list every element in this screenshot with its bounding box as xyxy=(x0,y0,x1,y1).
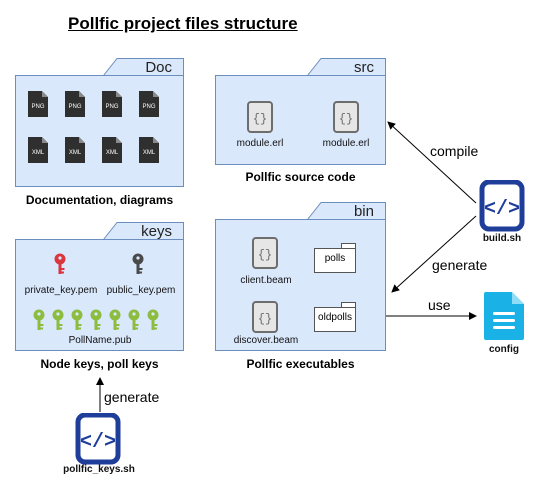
poll-keys-label: PollName.pub xyxy=(68,335,132,346)
png-file-icon[interactable]: PNG xyxy=(101,90,123,118)
poll-key-icon[interactable] xyxy=(51,309,65,331)
file-type-label: XML xyxy=(68,150,82,156)
keys-folder-caption: Node keys, poll keys xyxy=(40,357,159,371)
src-folder-caption: Pollfic source code xyxy=(245,170,356,184)
erlang-file-icon[interactable]: {} xyxy=(247,101,273,133)
file-type-label: PNG xyxy=(31,104,45,110)
xml-file-icon[interactable]: XML xyxy=(138,136,160,164)
config-label: config xyxy=(489,344,519,355)
png-file-icon[interactable]: PNG xyxy=(64,90,86,118)
generate-keys-label: generate xyxy=(104,389,160,405)
svg-text:{}: {} xyxy=(258,248,272,262)
poll-key-icon[interactable] xyxy=(108,309,122,331)
oldpolls-folder[interactable]: oldpolls xyxy=(314,302,356,332)
keys-folder[interactable] xyxy=(15,239,184,351)
svg-text:</>: </> xyxy=(80,431,116,454)
beam-file-icon[interactable]: {} xyxy=(252,237,278,269)
file-type-label: XML xyxy=(142,150,156,156)
file-type-label: XML xyxy=(31,150,45,156)
svg-text:{}: {} xyxy=(258,312,272,326)
poll-key-icon[interactable] xyxy=(146,309,160,331)
file-type-label: PNG xyxy=(68,104,82,110)
generate-bin-arrow xyxy=(391,215,477,293)
file-type-label: PNG xyxy=(105,104,119,110)
public-key-label: public_key.pem xyxy=(106,285,176,296)
bin-folder-name: bin xyxy=(353,203,374,220)
private-key-icon[interactable] xyxy=(53,253,67,275)
build-script-icon[interactable]: </> xyxy=(479,179,525,237)
private-key-label: private_key.pem xyxy=(24,285,98,296)
keys-folder-name: keys xyxy=(141,223,172,240)
public-key-icon[interactable] xyxy=(131,253,145,275)
bin-folder-tab: bin xyxy=(307,202,386,220)
svg-text:{}: {} xyxy=(339,112,353,126)
src-file-label-2: module.erl xyxy=(322,138,370,149)
bin-folder[interactable] xyxy=(215,219,386,351)
file-type-label: XML xyxy=(105,150,119,156)
doc-folder-name: Doc xyxy=(145,59,172,76)
svg-text:{}: {} xyxy=(253,112,267,126)
poll-key-icon[interactable] xyxy=(70,309,84,331)
doc-folder-caption: Documentation, diagrams xyxy=(25,193,174,207)
client-beam-label: client.beam xyxy=(240,275,292,286)
beam-file-icon[interactable]: {} xyxy=(252,301,278,333)
xml-file-icon[interactable]: XML xyxy=(101,136,123,164)
bin-folder-caption: Pollfic executables xyxy=(246,357,355,371)
discover-beam-label: discover.beam xyxy=(233,335,299,346)
polls-folder-label: polls xyxy=(324,253,346,264)
png-file-icon[interactable]: PNG xyxy=(27,90,49,118)
src-folder-name: src xyxy=(354,59,374,76)
pollfic-keys-script-icon[interactable]: </> xyxy=(75,412,121,470)
compile-arrow xyxy=(387,121,477,204)
poll-key-icon[interactable] xyxy=(32,309,46,331)
compile-label: compile xyxy=(430,143,479,159)
oldpolls-folder-label: oldpolls xyxy=(318,312,352,323)
src-folder-tab: src xyxy=(307,58,386,76)
svg-text:</>: </> xyxy=(484,198,520,221)
poll-key-icon[interactable] xyxy=(127,309,141,331)
src-folder[interactable] xyxy=(215,75,386,165)
polls-folder[interactable]: polls xyxy=(314,243,356,273)
src-file-label-1: module.erl xyxy=(236,138,284,149)
config-file-icon[interactable] xyxy=(482,290,526,347)
xml-file-icon[interactable]: XML xyxy=(27,136,49,164)
png-file-icon[interactable]: PNG xyxy=(138,90,160,118)
xml-file-icon[interactable]: XML xyxy=(64,136,86,164)
use-label: use xyxy=(428,297,451,313)
generate-bin-label: generate xyxy=(432,257,488,273)
diagram-title: Pollfic project files structure xyxy=(68,14,298,33)
build-script-label: build.sh xyxy=(482,233,522,244)
pollfic-keys-script-label: pollfic_keys.sh xyxy=(63,464,135,475)
keys-folder-tab: keys xyxy=(103,222,184,240)
erlang-file-icon[interactable]: {} xyxy=(333,101,359,133)
doc-folder-tab: Doc xyxy=(103,58,184,76)
file-type-label: PNG xyxy=(142,104,156,110)
poll-key-icon[interactable] xyxy=(89,309,103,331)
